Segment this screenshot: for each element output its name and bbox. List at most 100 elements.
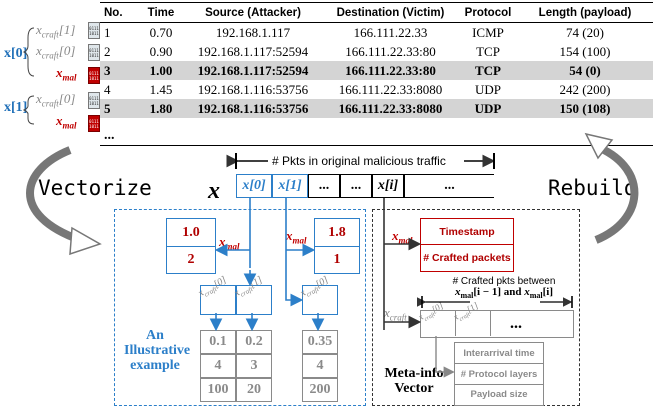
col-header-length: Length (payload) (517, 2, 653, 23)
example-col0-value: 4 (200, 354, 236, 378)
col-header-destination: Destination (Victim) (322, 2, 459, 23)
example-craft-box-0 (200, 285, 236, 315)
vector-cell-0: x[0] (236, 174, 272, 198)
meta-craft-row-interarrival: Interarrival time (454, 343, 544, 364)
meta-craft-label: xcraft (384, 305, 407, 323)
example-mal-box-1-v2: 1 (333, 252, 341, 267)
cell-len: 150 (108) (517, 99, 653, 118)
cell-proto: UDP (474, 81, 501, 97)
label-craft-0-b: xcraft[0] (36, 91, 76, 109)
example-col2-value: 200 (302, 378, 338, 402)
vector-span-label: # Pkts in original malicious traffic (272, 154, 446, 168)
cell-dst: 166.111.22.33 (353, 24, 428, 40)
vectorize-arrow-head (69, 226, 102, 256)
cell-len: 54 (0) (517, 61, 653, 80)
rebuild-label: Rebuild (548, 176, 637, 200)
example-col2-value: 4 (302, 354, 338, 378)
cell-proto: TCP (476, 43, 500, 59)
cell-proto: TCP (459, 61, 517, 80)
cell-dst: 166.111.22.33:80 (322, 61, 459, 80)
example-col0-value: 100 (200, 378, 236, 402)
vector-cell-3: ... (340, 174, 372, 198)
vector-symbol: x (208, 178, 220, 204)
meta-mal-label: xmal (392, 228, 413, 246)
cell-proto: ICMP (472, 24, 504, 40)
label-x0: x[0] (4, 46, 28, 61)
cell-no: 3 (100, 61, 138, 80)
cell-no: 4 (104, 81, 111, 97)
table-ellipsis-row: ... (104, 128, 115, 143)
packet-table: No. Time Source (Attacker) Destination (… (100, 2, 653, 118)
example-mal-box-1-v1: 1.8 (314, 220, 360, 247)
example-mal-label-1: xmal (286, 228, 307, 246)
col-header-protocol: Protocol (459, 2, 517, 23)
meta-mal-row-crafted: # Crafted packets (423, 251, 511, 264)
meta-craft-strip (420, 310, 574, 338)
example-title: An Illustrative example (124, 328, 191, 373)
cell-dst: 166.111.22.33:8080 (322, 99, 459, 118)
label-mal-b: xmal (56, 113, 77, 131)
example-col1-value: 3 (236, 354, 272, 378)
meta-craft-divider-1 (455, 310, 456, 336)
cell-time: 1.80 (138, 99, 184, 118)
table-row: 4 1.45 192.168.1.116:53756 166.111.22.33:80… (100, 80, 653, 99)
cell-time: 1.45 (149, 81, 173, 97)
crafted-packet-file-icon: 0111 1011 (88, 22, 100, 39)
col-header-time: Time (138, 2, 184, 23)
cell-proto: UDP (459, 99, 517, 118)
example-col1-value: 0.2 (236, 330, 272, 354)
cell-time: 1.00 (138, 61, 184, 80)
example-col2-value: 0.35 (302, 330, 338, 354)
cell-no: 1 (104, 24, 111, 40)
cell-len: 242 (200) (559, 81, 611, 97)
vector-cell-5: ... (404, 174, 494, 198)
cell-len: 154 (100) (559, 43, 611, 59)
rebuild-arrow-head (584, 132, 614, 160)
cell-len: 74 (20) (566, 24, 604, 40)
meta-craft-divider-2 (490, 310, 491, 336)
cell-src: 192.168.1.116:53756 (197, 81, 309, 97)
cell-no: 2 (104, 43, 111, 59)
cell-time: 0.70 (149, 24, 173, 40)
example-col0-value: 0.1 (200, 330, 236, 354)
label-craft-1-a: xcraft[1] (36, 22, 76, 40)
example-mal-label-0: xmal (219, 234, 240, 252)
table-row: 2 0.90 192.168.1.117:52594 166.111.22.33:80… (100, 42, 653, 61)
meta-craft-row-payload: Payload size (470, 389, 528, 400)
example-col1-value: 20 (236, 378, 272, 402)
meta-craft-ellipsis: ... (510, 315, 522, 332)
example-mal-box-0-v1: 1.0 (166, 220, 216, 247)
example-region (114, 209, 366, 406)
malicious-packet-file-icon: 0111 1011 (88, 115, 100, 132)
col-header-source: Source (Attacker) (184, 2, 322, 23)
label-mal-a: xmal (56, 65, 77, 83)
cell-dst: 166.111.22.33:80 (345, 43, 436, 59)
vector-cell-2: ... (308, 174, 340, 198)
meta-title: Meta-info Vector (384, 366, 444, 396)
vectorize-label: Vectorize (38, 176, 152, 200)
cell-time: 0.90 (149, 43, 173, 59)
cell-src: 192.168.1.117:52594 (184, 61, 322, 80)
meta-craft-row-layers: # Protocol layers (454, 364, 544, 385)
vector-cell-4: x[i] (372, 174, 404, 198)
label-craft-0-a: xcraft[0] (36, 43, 76, 61)
table-bottom-rule (100, 145, 653, 146)
table-row: 1 0.70 192.168.1.117 166.111.22.33 ICMP 74 (2… (100, 23, 653, 43)
label-x1: x[1] (4, 100, 28, 115)
table-header-row: No. Time Source (Attacker) Destination (… (100, 2, 653, 23)
cell-no: 5 (100, 99, 138, 118)
cell-src: 192.168.1.116:53756 (184, 99, 322, 118)
crafted-packet-file-icon: 0111 1011 (88, 92, 100, 109)
malicious-packet-file-icon: 0111 1011 (88, 67, 100, 84)
cell-src: 192.168.1.117:52594 (197, 43, 309, 59)
example-mal-box-0-v2: 2 (187, 252, 195, 267)
meta-mal-row-timestamp: Timestamp (420, 219, 514, 245)
cell-dst: 166.111.22.33:8080 (338, 81, 443, 97)
meta-span-label: # Crafted pkts between xmal[i − 1] and x… (452, 276, 556, 301)
vector-cell-1: x[1] (272, 174, 308, 198)
cell-src: 192.168.1.117 (215, 24, 291, 40)
crafted-packet-file-icon: 0111 1011 (88, 44, 100, 61)
col-header-no: No. (100, 2, 138, 23)
